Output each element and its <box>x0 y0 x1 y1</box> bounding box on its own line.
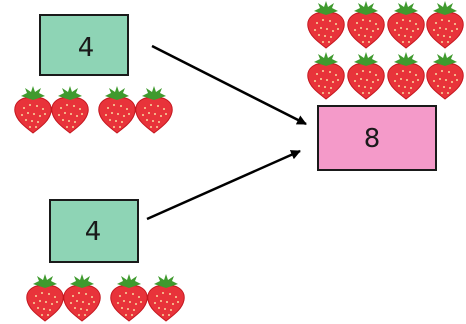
bottom-addend-rect <box>49 199 139 263</box>
top-strawberry-group <box>14 85 173 134</box>
top-addend-label: 4 <box>78 33 95 63</box>
arrow-top-to-sum <box>151 44 307 126</box>
strawberry-icon <box>26 273 64 322</box>
strawberry-icon <box>51 85 89 134</box>
strawberry-icon <box>387 0 425 49</box>
strawberry-icon <box>426 0 464 49</box>
strawberry-icon <box>14 85 52 134</box>
strawberry-icon <box>347 0 385 49</box>
bottom-addend-box: 4 <box>49 199 139 263</box>
strawberry-icon <box>307 51 345 100</box>
strawberry-icon <box>63 273 101 322</box>
strawberry-icon <box>110 273 148 322</box>
strawberry-icon <box>147 273 185 322</box>
top-addend-box: 4 <box>39 14 129 76</box>
strawberry-icon <box>135 85 173 134</box>
strawberry-icon <box>98 85 136 134</box>
sum-rect <box>317 105 437 171</box>
sum-strawberry-group <box>307 0 464 100</box>
strawberry-icon <box>387 51 425 100</box>
sum-box: 8 <box>317 105 437 171</box>
bottom-addend-label: 4 <box>85 217 102 247</box>
strawberry-icon <box>307 0 345 49</box>
top-addend-rect <box>39 14 129 76</box>
bottom-strawberry-group <box>26 273 185 322</box>
arrow-bottom-to-sum <box>146 149 301 221</box>
sum-label: 8 <box>364 124 381 154</box>
strawberry-icon <box>347 51 385 100</box>
strawberry-icon <box>426 51 464 100</box>
